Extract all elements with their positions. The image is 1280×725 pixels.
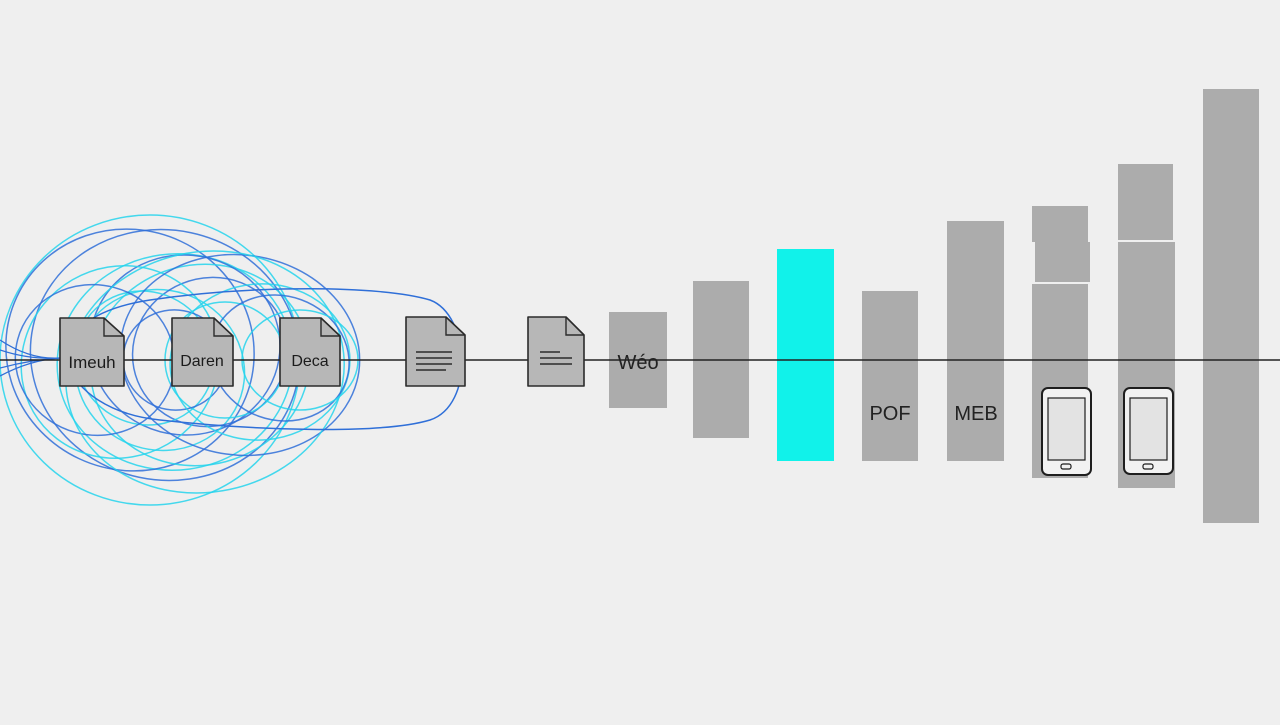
text-lines [540, 351, 572, 365]
document-card-2[interactable]: Daren [171, 317, 234, 387]
smartphone-button [1142, 463, 1154, 470]
text-lines [416, 351, 452, 371]
document-fold [213, 318, 233, 337]
swirl-line [5, 228, 255, 472]
document-card-4[interactable] [405, 316, 466, 387]
swirl-line [65, 250, 345, 494]
document-card-3-label: Deca [291, 353, 328, 370]
document-fold [565, 317, 584, 336]
swirl-line [20, 264, 220, 460]
document-card-3[interactable]: Deca [279, 317, 341, 387]
phone-device-1[interactable] [1041, 387, 1092, 476]
bar-4-label: POF [869, 403, 910, 425]
smartphone-screen [1129, 397, 1168, 461]
document-icon [279, 317, 341, 387]
bar-8 [1203, 89, 1259, 523]
documents-group: Imeuh Daren Deca [59, 316, 585, 387]
swirl-fan [0, 357, 61, 377]
document-card-5[interactable] [527, 316, 585, 387]
document-card-2-label: Daren [180, 353, 224, 370]
bar-5-label: MEB [954, 403, 997, 425]
document-fold [103, 318, 124, 337]
document-fold [320, 318, 340, 337]
document-card-1[interactable]: Imeuh [59, 317, 125, 387]
bar-1-label: Wéo [617, 352, 658, 374]
bar-5 [947, 221, 1004, 461]
document-icon [171, 317, 234, 387]
smartphone-screen [1047, 397, 1086, 461]
document-fold [445, 317, 465, 336]
document-card-1-label: Imeuh [68, 353, 115, 372]
swirl-line [169, 283, 351, 441]
smartphone-button [1060, 463, 1072, 470]
bar-4 [862, 291, 918, 461]
bar-3-highlight [777, 249, 834, 461]
phone-device-2[interactable] [1123, 387, 1174, 475]
document-icon [59, 317, 125, 387]
devices-group [1041, 387, 1174, 476]
